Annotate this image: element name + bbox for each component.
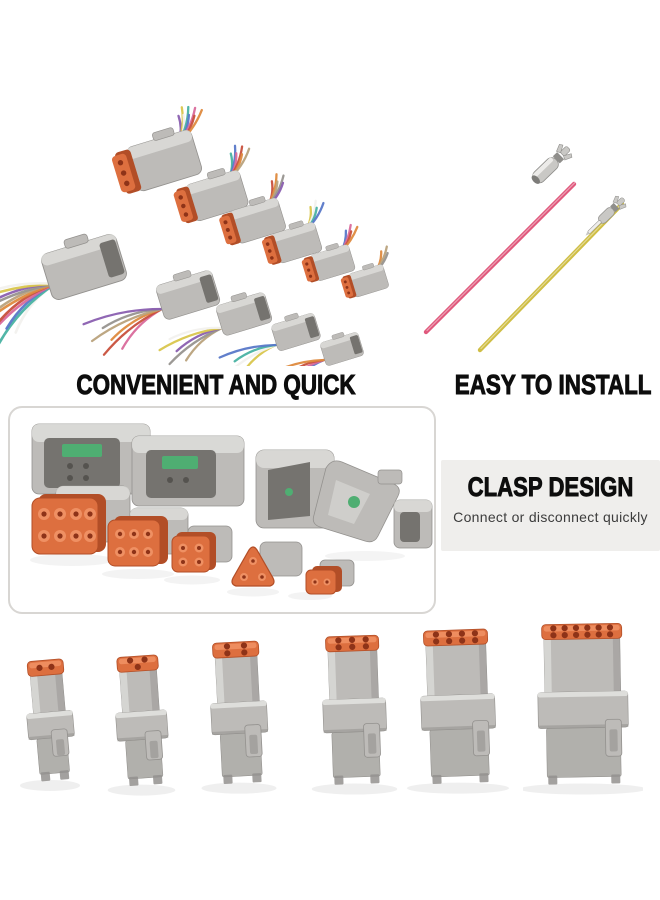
male-housing-3pin-triangular [312,460,403,543]
headline-easy-to-install: EASY TO INSTALL [454,369,652,401]
male-pin-terminal [585,195,627,236]
connector-assortment-illustration [30,423,433,600]
connector-6-pin [311,634,397,795]
wire-strand [285,358,326,366]
female-plug-8pin [31,485,131,555]
crimp-terminals-and-wires-illustration [423,143,627,353]
male-connector [213,286,274,337]
male-connector [152,263,222,322]
headline-convenient-and-quick: CONVENIENT AND QUICK [76,369,356,401]
connector-assortment-photo-frame [8,406,436,614]
wire-highlight [426,181,576,332]
female-plug-row [31,485,355,595]
pink-wire [423,181,577,335]
connector-8-pin [407,628,509,794]
single-wires [423,181,625,353]
female-plug-3pin-triangular [231,541,303,587]
male-housing-12pin [31,423,151,495]
female-plug-2pin [305,559,355,595]
male-connector [36,224,130,303]
connector-4-pin [201,640,277,794]
connector-12-pin [523,622,643,795]
wired-connector-pairs-illustration [0,105,390,366]
wire-strand [0,282,57,290]
wire-strand [218,343,278,359]
male-connector [318,327,365,366]
connector-3-pin [107,654,175,796]
male-housing-6pin [255,449,335,529]
yellow-wire [477,201,625,353]
clasp-title: CLASP DESIGN [467,472,634,502]
clasp-design-card: CLASP DESIGN Connect or disconnect quick… [441,460,660,551]
female-plug-6pin [107,507,189,567]
connector-size-lineup [0,615,660,900]
male-housing-8pin [131,435,245,507]
female-plug-4pin [171,525,233,573]
female-socket-terminal [531,143,573,184]
male-housing-2pin [393,499,433,549]
wire-strand [168,326,224,341]
wire-strand [82,307,164,326]
connector-2-pin [20,658,80,791]
male-housing-row [31,423,433,549]
male-connector [268,307,322,353]
clasp-subtitle: Connect or disconnect quickly [453,509,648,525]
wire-highlight [480,201,624,350]
